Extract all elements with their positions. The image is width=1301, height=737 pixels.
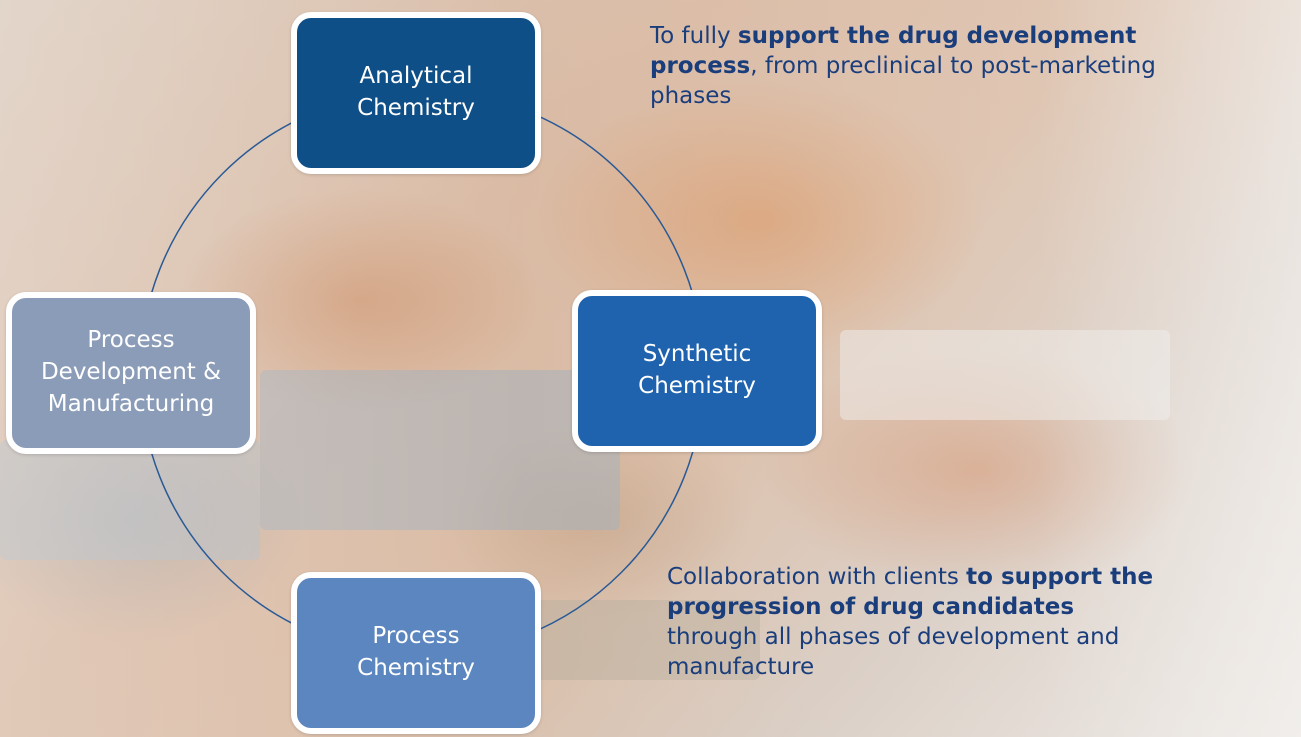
caption-top-prefix: To fully [650,23,738,49]
caption-bottom-line-3: through all phases of development and [667,623,1120,650]
caption-top-bold-1: support the drug development [737,23,1137,49]
caption-top-suffix: , from preclinical to post-marketing [750,52,1156,79]
node-synthetic-chemistry: Synthetic Chemistry [572,290,822,452]
caption-bottom-bold-1: to support the [966,564,1154,590]
caption-top-bold-2: process [650,52,751,79]
node-process-development-label: Process Development & Manufacturing [40,327,222,417]
caption-top-line-3: phases [650,82,732,109]
node-process-chemistry: Process Chemistry [291,572,541,734]
caption-bottom-line-4: manufacture [667,653,815,680]
node-analytical-chemistry: Analytical Chemistry [291,12,541,174]
caption-top: To fully support the drug development pr… [650,22,1300,112]
node-process-development: Process Development & Manufacturing [6,292,256,454]
caption-bottom-bold-2: progression of drug candidates [667,593,1075,620]
node-process-chemistry-label: Process Chemistry [357,623,475,681]
node-synthetic-chemistry-label: Synthetic Chemistry [638,341,756,399]
caption-bottom: Collaboration with clients to support th… [667,563,1301,683]
node-analytical-chemistry-label: Analytical Chemistry [357,63,475,121]
caption-bottom-prefix: Collaboration with clients [667,564,967,590]
